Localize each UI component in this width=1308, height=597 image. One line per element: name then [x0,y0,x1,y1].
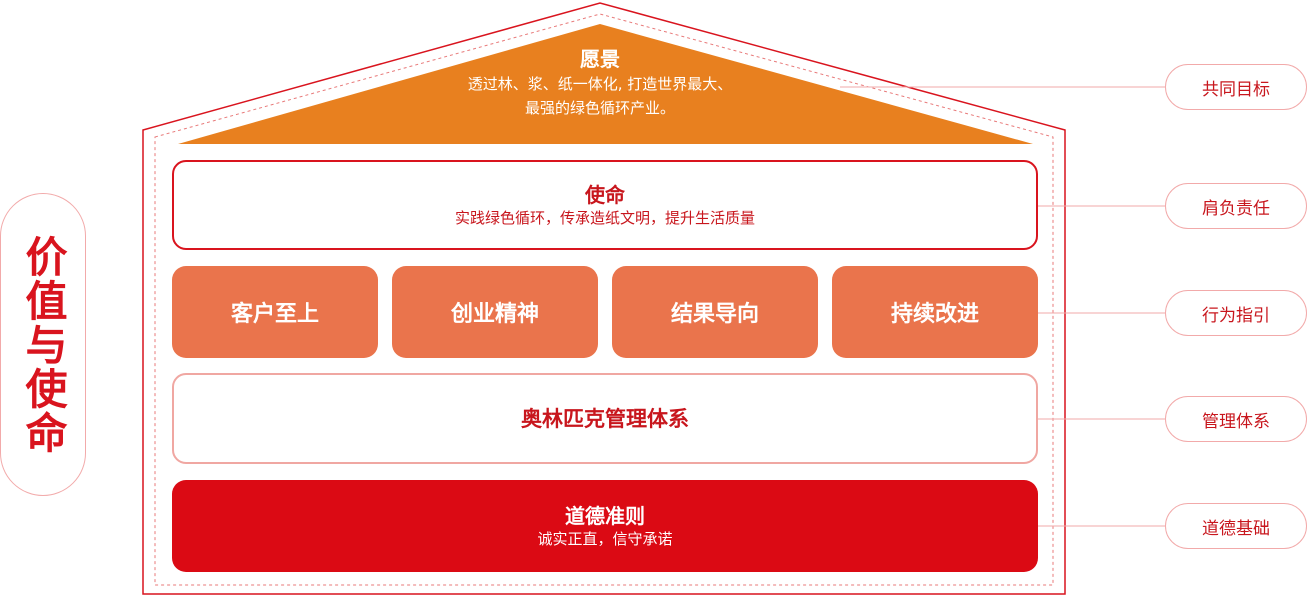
value-label: 客户至上 [230,302,319,327]
value-label: 创业精神 [450,302,539,327]
right-label-conduct-guide: 行为指引 [1165,290,1307,336]
house-outer-border [142,2,1066,595]
right-label-management: 管理体系 [1165,396,1307,442]
right-label-text: 共同目标 [1202,79,1270,100]
value-label: 结果导向 [670,302,759,327]
ethics-box: 道德准则 诚实正直，信守承诺 [172,480,1038,572]
right-label-responsibility: 肩负责任 [1165,183,1307,229]
right-label-text: 管理体系 [1202,411,1270,432]
right-label-ethics-foundation: 道德基础 [1165,503,1307,549]
value-box-customer: 客户至上 [172,266,378,358]
vision-text: 愿景 透过林、浆、纸一体化, 打造世界最大、 最强的绿色循环产业。 [400,46,800,120]
value-box-improvement: 持续改进 [832,266,1038,358]
right-label-common-goal: 共同目标 [1165,64,1307,110]
mission-text: 实践绿色循环，传承造纸文明，提升生活质量 [454,208,755,227]
right-label-text: 行为指引 [1202,305,1270,326]
management-box: 奥林匹克管理体系 [172,373,1038,464]
value-box-results: 结果导向 [612,266,818,358]
vision-roof [178,24,1033,144]
ethics-title: 道德准则 [565,503,645,528]
vision-line-1: 透过林、浆、纸一体化, 打造世界最大、 [467,75,733,93]
vision-title: 愿景 [580,47,620,71]
mission-box: 使命 实践绿色循环，传承造纸文明，提升生活质量 [172,160,1038,250]
ethics-text: 诚实正直，信守承诺 [537,529,673,548]
side-label-pill: 价值与使命 [0,193,86,496]
value-box-entrepreneurship: 创业精神 [392,266,598,358]
side-label-text: 价值与使命 [19,234,68,455]
vision-line-2: 最强的绿色循环产业。 [524,99,675,117]
mission-title: 使命 [585,182,625,207]
management-title: 奥林匹克管理体系 [521,406,689,431]
value-label: 持续改进 [890,302,979,327]
right-label-text: 肩负责任 [1202,198,1270,219]
right-label-text: 道德基础 [1202,518,1270,539]
house-inner-dashed-border [154,13,1054,586]
